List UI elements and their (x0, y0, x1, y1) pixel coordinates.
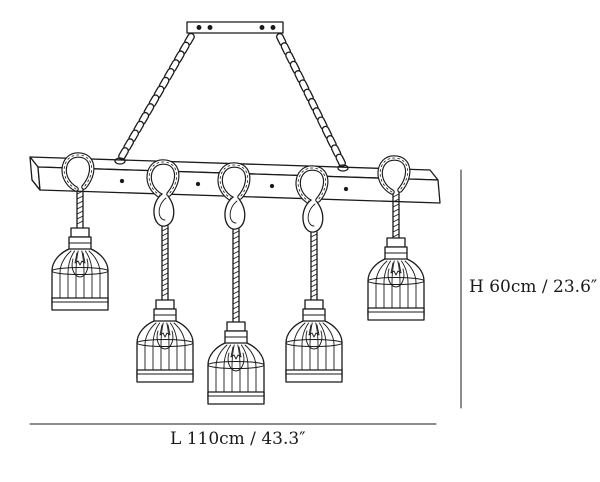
suspension-chain-right (276, 32, 346, 168)
height-dimension-label: H 60cm / 23.6″ (469, 277, 598, 297)
suspension-chain-left (118, 32, 195, 161)
pendant-lamp-3 (207, 162, 265, 405)
pendant-lamp-2 (136, 159, 194, 383)
pendant-lamp-4 (285, 165, 343, 383)
pendant-lamp-1 (51, 152, 109, 311)
chain-link (335, 153, 346, 168)
pendant-lamp-5 (367, 155, 425, 321)
length-dimension-label: L 110cm / 43.3″ (170, 429, 306, 449)
chain-link (118, 147, 129, 161)
ceiling-canopy (186, 21, 284, 34)
pendant-lamps (51, 152, 425, 405)
